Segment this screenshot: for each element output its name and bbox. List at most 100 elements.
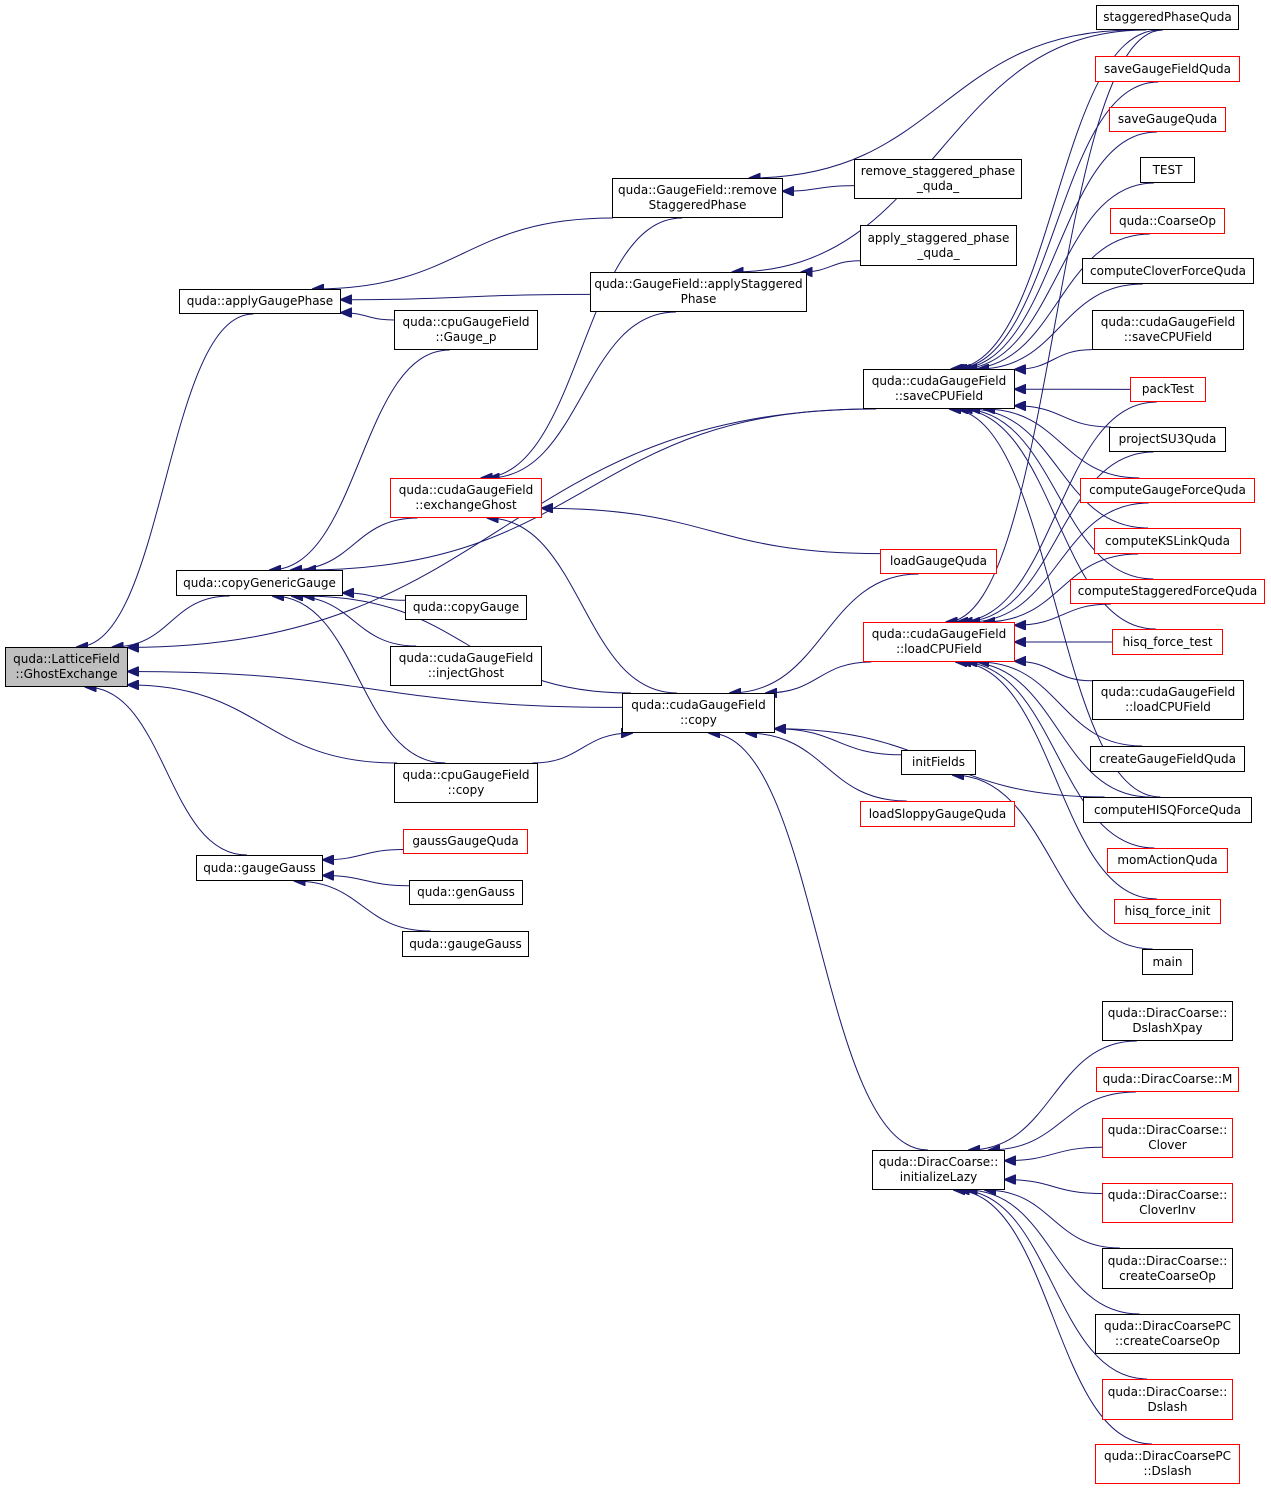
node-exchGhost[interactable]: quda::cudaGaugeField::exchangeGhost xyxy=(390,478,542,518)
node-label-line: quda::cudaGaugeField xyxy=(631,698,766,712)
node-label-line: quda::CoarseOp xyxy=(1119,213,1216,228)
node-label-line: quda::DiracCoarse:: xyxy=(1107,1253,1228,1268)
node-hisqFT[interactable]: hisq_force_test xyxy=(1112,629,1223,655)
node-label-line: createGaugeFieldQuda xyxy=(1098,751,1237,766)
node-genGauss[interactable]: quda::genGauss xyxy=(409,880,523,905)
node-injectGhost[interactable]: quda::cudaGaugeField::injectGhost xyxy=(390,646,542,686)
edge-ksLinkQ-to-loadCPU xyxy=(984,553,1139,622)
edge-initLazy-to-cudaCopy xyxy=(709,733,929,1151)
node-loadCPU2[interactable]: quda::cudaGaugeField::loadCPUField xyxy=(1092,680,1244,720)
node-loadSloppy[interactable]: loadSloppyGaugeQuda xyxy=(860,801,1015,827)
node-label-line: quda::DiracCoarse::M xyxy=(1102,1072,1233,1086)
edge-loadGQ-to-exchGhost xyxy=(542,508,881,555)
node-label-line: quda::cpuGaugeField xyxy=(402,315,530,329)
node-cloverFQ[interactable]: computeCloverForceQuda xyxy=(1082,258,1254,284)
node-hisqFI[interactable]: hisq_force_init xyxy=(1114,899,1221,924)
edge-TEST-to-saveCPU xyxy=(960,182,1154,369)
edge-dcCreateCO-to-initLazy xyxy=(985,1190,1120,1249)
node-staggeredPQ[interactable]: staggeredPhaseQuda xyxy=(1096,5,1239,30)
edge-applySP-to-exchGhost xyxy=(489,311,676,478)
node-applySPQ[interactable]: apply_staggered_phase_quda_ xyxy=(860,225,1017,266)
node-saveGFQ[interactable]: saveGaugeFieldQuda xyxy=(1095,56,1240,82)
edge-gaugeGauss2-to-gaugeGauss1 xyxy=(295,881,431,932)
edge-hisqFQ-to-saveCPU xyxy=(950,409,1161,798)
node-createGFQ[interactable]: createGaugeFieldQuda xyxy=(1090,746,1245,772)
node-label-line: quda::DiracCoarse:: xyxy=(1107,1384,1228,1399)
node-label-line: ::Dslash xyxy=(1143,1464,1192,1478)
node-saveCPU2[interactable]: quda::cudaGaugeField::saveCPUField xyxy=(1092,310,1244,350)
node-label-line: quda::GaugeField::applyStaggered xyxy=(594,277,803,291)
node-copyGeneric[interactable]: quda::copyGenericGauge xyxy=(176,570,343,596)
node-dcCloverInv[interactable]: quda::DiracCoarse::CloverInv xyxy=(1102,1183,1233,1223)
node-initFields[interactable]: initFields xyxy=(901,750,976,775)
edge-initFields-to-cudaCopy xyxy=(775,729,902,756)
edge-createGFQ-to-loadCPU xyxy=(978,662,1143,747)
edge-stagFQ-to-loadCPU xyxy=(1015,603,1111,625)
node-removeSPQ[interactable]: remove_staggered_phase_quda_ xyxy=(854,159,1022,199)
node-dcDslash[interactable]: quda::DiracCoarse::Dslash xyxy=(1102,1379,1233,1420)
node-label-line: quda::LatticeField xyxy=(13,652,120,666)
node-cpuGauge_p[interactable]: quda::cpuGaugeField::Gauge_p xyxy=(394,310,538,350)
edge-cudaCopy-to-copyGeneric xyxy=(303,596,632,694)
node-dcM[interactable]: quda::DiracCoarse::M xyxy=(1096,1067,1239,1092)
node-gaussGQ[interactable]: gaussGaugeQuda xyxy=(403,829,528,854)
node-label-line: Phase xyxy=(680,292,717,306)
edge-genGauss-to-gaugeGauss1 xyxy=(323,876,410,887)
node-packTest[interactable]: packTest xyxy=(1130,377,1206,402)
node-label-line: saveGaugeFieldQuda xyxy=(1103,61,1232,76)
node-gaugeFQ[interactable]: computeGaugeForceQuda xyxy=(1080,478,1255,503)
edge-gaussGQ-to-gaugeGauss1 xyxy=(323,849,404,860)
node-label-line: quda::DiracCoarsePC xyxy=(1104,1319,1231,1333)
node-dcCreateCO[interactable]: quda::DiracCoarse::createCoarseOp xyxy=(1102,1248,1233,1289)
node-gaugeGauss2[interactable]: quda::gaugeGauss xyxy=(402,931,529,957)
node-label-line: loadSloppyGaugeQuda xyxy=(868,806,1007,821)
node-cpuCopy[interactable]: quda::cpuGaugeField::copy xyxy=(394,763,538,803)
edge-loadCPU2-to-loadCPU xyxy=(1015,661,1093,682)
node-dcClover[interactable]: quda::DiracCoarse::Clover xyxy=(1102,1118,1233,1158)
node-TEST[interactable]: TEST xyxy=(1140,157,1195,183)
node-initLazy[interactable]: quda::DiracCoarse::initializeLazy xyxy=(872,1150,1005,1190)
node-loadCPU[interactable]: quda::cudaGaugeField::loadCPUField xyxy=(863,622,1015,662)
node-hisqFQ[interactable]: computeHISQForceQuda xyxy=(1083,797,1252,823)
node-dslashXpay[interactable]: quda::DiracCoarse::DslashXpay xyxy=(1102,1001,1233,1041)
node-ksLinkQ[interactable]: computeKSLinkQuda xyxy=(1094,528,1241,554)
node-loadGQ[interactable]: loadGaugeQuda xyxy=(880,549,997,574)
node-copyGauge[interactable]: quda::copyGauge xyxy=(405,595,527,620)
node-label-line: quda::cudaGaugeField xyxy=(1100,685,1236,699)
node-gaugeGauss1[interactable]: quda::gaugeGauss xyxy=(196,855,323,881)
edge-removeSPQ-to-removeSP xyxy=(783,185,855,192)
node-dcpcCreateCO[interactable]: quda::DiracCoarsePC::createCoarseOp xyxy=(1095,1314,1240,1354)
node-cudaCopy[interactable]: quda::cudaGaugeField::copy xyxy=(622,693,775,733)
edge-loadCPU-to-cudaCopy xyxy=(766,661,872,693)
node-dcpcDslash[interactable]: quda::DiracCoarsePC::Dslash xyxy=(1095,1444,1240,1484)
node-label-line: quda::cudaGaugeField xyxy=(398,651,534,665)
node-label-line: main xyxy=(1152,954,1183,969)
edge-staggeredPQ-to-saveCPU xyxy=(951,29,1160,369)
edge-gaugeFQ-to-loadCPU xyxy=(969,502,1149,622)
node-label-line: _quda_ xyxy=(916,179,960,193)
edge-dcpcCreateCO-to-initLazy xyxy=(966,1190,1140,1315)
node-coarseOp[interactable]: quda::CoarseOp xyxy=(1110,208,1225,234)
node-main[interactable]: main xyxy=(1142,949,1193,975)
node-label-line: quda::cpuGaugeField xyxy=(402,768,530,782)
edge-hisqFI-to-loadCPU xyxy=(956,662,1157,900)
edge-saveCPU2-to-saveCPU xyxy=(1015,349,1093,370)
node-applyGP[interactable]: quda::applyGaugePhase xyxy=(179,289,341,314)
node-label-line: Dslash xyxy=(1147,1399,1188,1414)
node-stagFQ[interactable]: computeStaggeredForceQuda xyxy=(1070,579,1265,604)
node-momAQ[interactable]: momActionQuda xyxy=(1107,848,1228,873)
node-label-line: DslashXpay xyxy=(1132,1021,1203,1035)
node-saveCPU[interactable]: quda::cudaGaugeField::saveCPUField xyxy=(863,369,1015,409)
edge-loadGQ-to-cudaCopy xyxy=(730,573,919,693)
node-saveGQ[interactable]: saveGaugeQuda xyxy=(1109,107,1226,132)
edge-hisqFT-to-saveCPU xyxy=(957,409,1156,630)
node-projSU3[interactable]: projectSU3Quda xyxy=(1109,427,1226,452)
node-label-line: staggeredPhaseQuda xyxy=(1103,10,1232,24)
node-ghost: quda::LatticeField::GhostExchange xyxy=(5,647,128,687)
node-label-line: StaggeredPhase xyxy=(648,198,747,212)
node-label-line: ::exchangeGhost xyxy=(415,498,517,512)
edge-removeSP-to-applyGP xyxy=(313,217,614,289)
